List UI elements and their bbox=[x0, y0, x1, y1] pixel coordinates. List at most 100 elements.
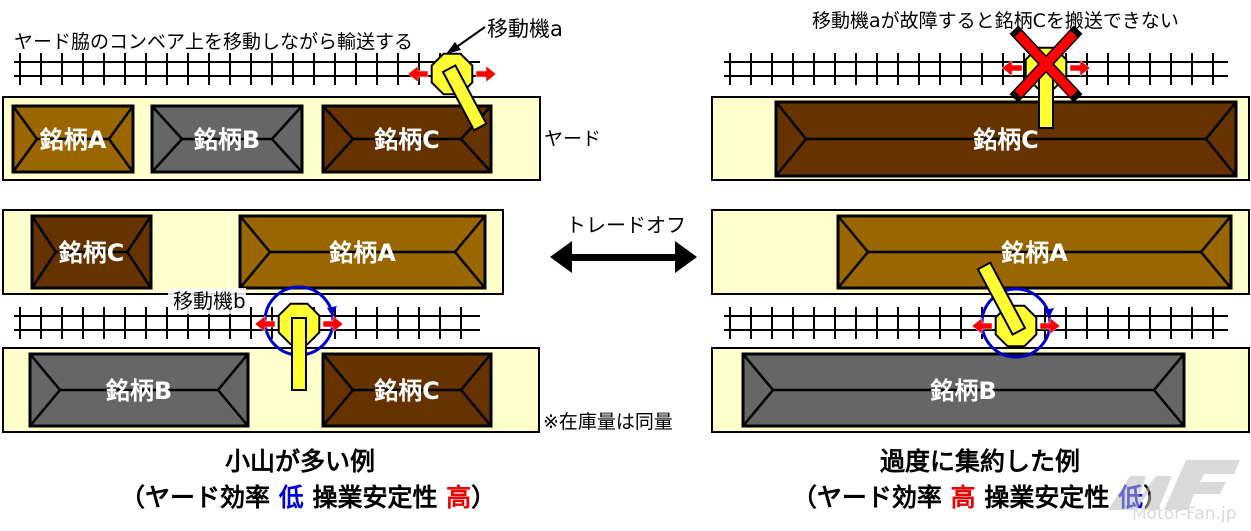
pile-ridge bbox=[107, 138, 135, 173]
left-summary-close: ） bbox=[471, 483, 497, 512]
left-example-summary: （ヤード効率 低 操業安定性 高） bbox=[120, 478, 496, 514]
inventory-note: ※在庫量は同量 bbox=[543, 411, 673, 433]
mover-a-label: 移動機a bbox=[487, 17, 563, 41]
right-summary-mid: 操業安定性 bbox=[975, 483, 1119, 512]
pile-ridge bbox=[151, 138, 183, 173]
pile-right-mid-a: 銘柄A bbox=[836, 214, 1233, 290]
pile-ridge bbox=[775, 101, 807, 140]
pile-ridge bbox=[126, 251, 153, 289]
pile-ridge bbox=[1200, 251, 1232, 289]
pile-ridge bbox=[460, 389, 492, 427]
pile-left-bot-c: 銘柄C bbox=[321, 352, 493, 428]
pile-ridge bbox=[460, 353, 492, 391]
move-left-arrow-icon bbox=[254, 315, 276, 333]
pile-label: 銘柄B bbox=[106, 377, 172, 405]
pile-ridge bbox=[30, 251, 57, 289]
pile-ridge bbox=[239, 215, 271, 253]
mover-b-rotated bbox=[971, 261, 1061, 359]
pile-ridge bbox=[837, 215, 869, 253]
pile-ridge bbox=[454, 215, 486, 253]
pile-right-bot-b: 銘柄B bbox=[741, 352, 1186, 428]
pile-left-top-a: 銘柄A bbox=[11, 104, 135, 174]
pile-ridge bbox=[1200, 215, 1232, 253]
mover-a-failed bbox=[1001, 25, 1091, 129]
mover-a bbox=[407, 52, 497, 132]
rotation-arrowhead-icon bbox=[1044, 308, 1054, 318]
pile-label: 銘柄B bbox=[930, 377, 996, 405]
pile-left-mid-c: 銘柄C bbox=[30, 214, 153, 290]
pile-ridge bbox=[271, 138, 303, 173]
pile-label: 銘柄A bbox=[329, 239, 396, 267]
pile-ridge bbox=[217, 353, 249, 391]
left-summary-open: （ヤード効率 bbox=[120, 483, 279, 512]
move-left-arrow-icon bbox=[971, 317, 993, 335]
move-left-arrow-icon bbox=[1001, 59, 1023, 77]
right-summary-open: （ヤード効率 bbox=[791, 483, 951, 512]
pile-ridge bbox=[322, 105, 354, 140]
mover-a-pointer-head bbox=[446, 42, 461, 54]
pile-ridge bbox=[1205, 101, 1237, 140]
pile-ridge bbox=[151, 105, 183, 140]
pile-label: 銘柄A bbox=[1001, 239, 1068, 267]
left-summary-mid: 操業安定性 bbox=[303, 483, 447, 512]
pile-ridge bbox=[1153, 389, 1185, 427]
tradeoff-label: トレードオフ bbox=[566, 213, 686, 237]
pile-ridge bbox=[460, 138, 492, 173]
pile-ridge bbox=[107, 105, 135, 140]
pile-label: 銘柄B bbox=[194, 126, 260, 154]
rail-left-mid bbox=[14, 307, 480, 339]
tradeoff-double-arrow bbox=[550, 241, 697, 273]
pile-ridge bbox=[29, 389, 61, 427]
move-right-arrow-icon bbox=[1039, 317, 1061, 335]
yard-label: ヤード bbox=[544, 128, 601, 150]
move-right-arrow-icon bbox=[475, 65, 497, 83]
pile-label: 銘柄C bbox=[973, 126, 1039, 154]
pile-ridge bbox=[11, 138, 39, 173]
pile-ridge bbox=[1153, 353, 1185, 391]
pile-ridge bbox=[454, 251, 486, 289]
rail-right-mid bbox=[724, 307, 1228, 339]
right-efficiency-value: 高 bbox=[950, 483, 976, 512]
move-left-arrow-icon bbox=[407, 65, 429, 83]
conveyor-note: ヤード脇のコンベア上を移動しながら輸送する bbox=[14, 31, 413, 53]
pile-left-top-c: 銘柄C bbox=[321, 104, 493, 174]
pile-label: 銘柄C bbox=[59, 239, 125, 267]
mover-b-label: 移動機b bbox=[173, 289, 246, 313]
pile-ridge bbox=[837, 251, 869, 289]
failure-x-icon bbox=[1009, 25, 1083, 103]
watermark-text: Motor-Fan.jp bbox=[1132, 504, 1237, 524]
failure-note: 移動機aが故障すると銘柄Cを搬送できない bbox=[812, 10, 1179, 32]
rail-left-top bbox=[14, 53, 480, 85]
pile-ridge bbox=[1205, 138, 1237, 177]
pile-ridge bbox=[322, 353, 354, 391]
left-efficiency-value: 低 bbox=[278, 483, 304, 512]
pile-ridge bbox=[30, 215, 57, 253]
right-example-title: 過度に集約した例 bbox=[879, 447, 1080, 476]
pile-ridge bbox=[29, 353, 61, 391]
left-stability-value: 高 bbox=[446, 483, 472, 512]
rotation-arrowhead-icon bbox=[327, 306, 337, 316]
pile-left-bot-b: 銘柄B bbox=[28, 352, 250, 428]
pile-ridge bbox=[217, 389, 249, 427]
pile-body bbox=[150, 104, 304, 174]
mover-a-pointer-line bbox=[457, 26, 486, 47]
pile-ridge bbox=[322, 138, 354, 173]
left-example-title: 小山が多い例 bbox=[224, 447, 375, 476]
mover-b-label-bg bbox=[168, 288, 246, 314]
pile-right-top-c: 銘柄C bbox=[774, 100, 1238, 178]
pile-left-top-b: 銘柄B bbox=[150, 104, 304, 174]
x-stroke bbox=[1014, 30, 1078, 98]
pile-label: 銘柄C bbox=[374, 126, 440, 154]
pile-ridge bbox=[271, 105, 303, 140]
mover-arm bbox=[441, 64, 488, 132]
mover-arm bbox=[976, 261, 1027, 336]
pile-ridge bbox=[322, 389, 354, 427]
mover-arm bbox=[291, 317, 307, 391]
pile-label: 銘柄A bbox=[40, 126, 107, 154]
move-right-arrow-icon bbox=[322, 315, 344, 333]
mover-b bbox=[254, 285, 344, 391]
pile-ridge bbox=[742, 389, 774, 427]
pile-label: 銘柄C bbox=[374, 377, 440, 405]
move-right-arrow-icon bbox=[1069, 59, 1091, 77]
